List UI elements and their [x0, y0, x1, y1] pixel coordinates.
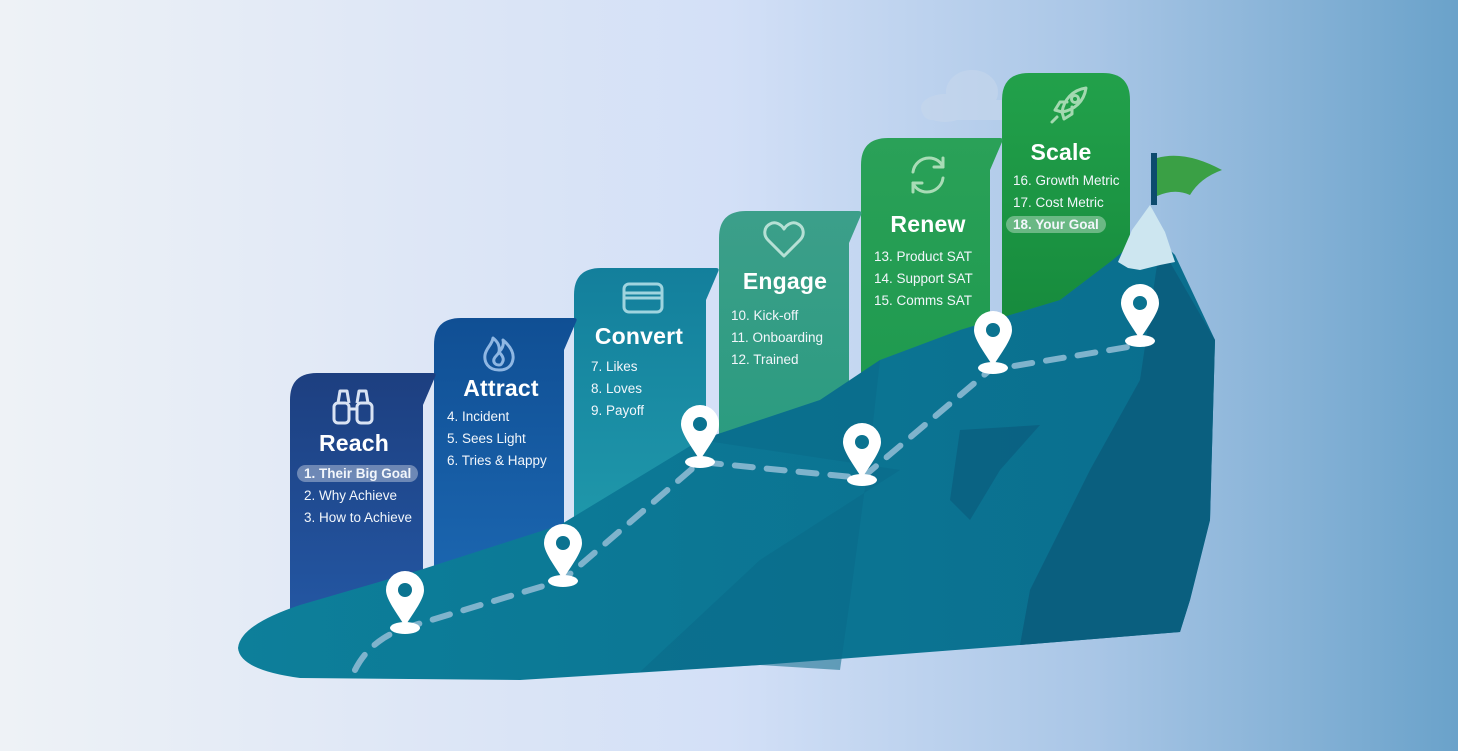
stage-panel-engage: [719, 211, 862, 450]
journey-path: [352, 342, 1143, 673]
map-pin-icon: [1121, 284, 1159, 347]
stage-item: 12. Trained: [731, 352, 799, 367]
stage-item: 10. Kick-off: [731, 308, 799, 323]
refresh-icon: [905, 152, 951, 198]
heart-icon: [761, 216, 807, 262]
stage-item: 17. Cost Metric: [1013, 195, 1104, 210]
mountain: [238, 205, 1215, 680]
stage-title: Attract: [463, 375, 539, 401]
stage-item: 7. Likes: [591, 359, 638, 374]
stage-item: 15. Comms SAT: [874, 293, 973, 308]
map-pin-icon: [843, 423, 881, 486]
flag-icon: [1151, 153, 1222, 205]
stage-title: Convert: [594, 323, 684, 349]
stage-item: 18. Your Goal: [1006, 216, 1106, 233]
stage-title: Reach: [318, 430, 390, 456]
stage-title: Renew: [890, 211, 966, 237]
stage-panel-scale: [1002, 73, 1130, 330]
stage-item: 9. Payoff: [591, 403, 645, 418]
stage-title: Scale: [1030, 139, 1092, 165]
map-pin-icon: [386, 571, 424, 634]
map-pin-icon: [974, 311, 1012, 374]
stage-item: 8. Loves: [591, 381, 643, 396]
stage-title: Engage: [742, 268, 828, 294]
stage-item: 4. Incident: [447, 409, 510, 424]
stage-item: 1. Their Big Goal: [297, 465, 419, 482]
rocket-icon: [1046, 82, 1092, 128]
stage-panel-renew: [861, 138, 1003, 380]
map-pin-icon: [681, 405, 719, 468]
binoculars-icon: [330, 385, 376, 431]
stage-item: 14. Support SAT: [874, 271, 973, 286]
stage-item: 16. Growth Metric: [1013, 173, 1120, 188]
stage-item: 2. Why Achieve: [304, 488, 398, 503]
stage-item: 5. Sees Light: [447, 431, 526, 446]
flame-icon: [476, 328, 522, 374]
stage-panel-attract: [434, 318, 577, 580]
stage-item: 13. Product SAT: [874, 249, 973, 264]
credit-card-icon: [620, 275, 666, 321]
stage-item: 3. How to Achieve: [304, 510, 413, 525]
stage-item: 6. Tries & Happy: [447, 453, 547, 468]
cloud-icon: [921, 70, 1012, 122]
stage-item: 11. Onboarding: [731, 330, 824, 345]
map-pin-icon: [544, 524, 582, 587]
